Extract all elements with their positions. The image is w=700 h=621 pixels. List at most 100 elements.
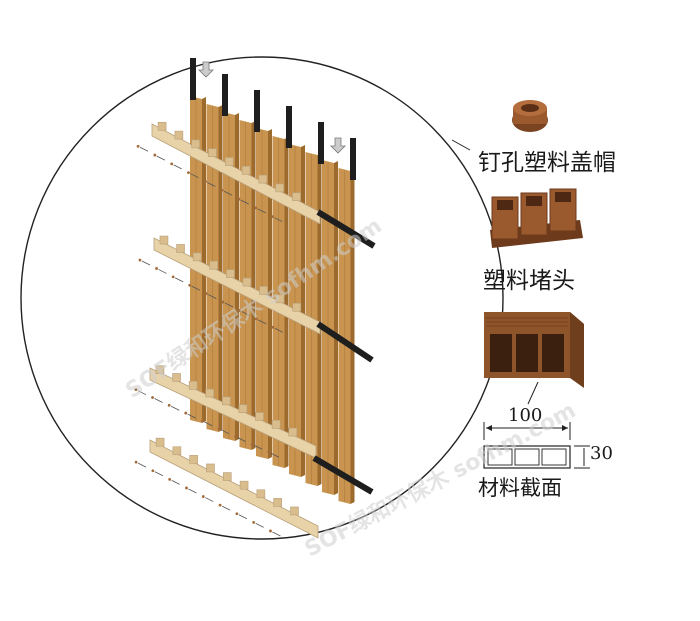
screw-cap bbox=[155, 267, 158, 270]
screw bbox=[205, 497, 214, 502]
slat-side bbox=[317, 153, 322, 486]
screw bbox=[156, 155, 166, 161]
rail-tooth bbox=[259, 286, 268, 295]
screw-cap bbox=[220, 188, 224, 192]
screw-cap bbox=[204, 292, 208, 296]
screw-cap bbox=[234, 435, 237, 438]
screw bbox=[274, 327, 283, 333]
screw bbox=[154, 398, 163, 403]
slat-side bbox=[334, 161, 338, 495]
screw bbox=[174, 277, 184, 283]
screw-cap bbox=[138, 258, 142, 262]
steel-post bbox=[190, 58, 196, 100]
screw bbox=[204, 421, 213, 427]
height-dimension: 30 bbox=[590, 443, 613, 464]
rail-tooth bbox=[209, 260, 219, 270]
screw bbox=[221, 505, 231, 511]
screw bbox=[253, 444, 263, 450]
rail-tooth bbox=[155, 437, 165, 447]
rail-tooth bbox=[157, 121, 167, 131]
screw bbox=[240, 199, 250, 205]
screw-cap bbox=[184, 411, 188, 415]
screw-cap bbox=[188, 283, 192, 287]
screw bbox=[208, 294, 217, 299]
rail-tooth bbox=[275, 294, 285, 304]
steel-bar bbox=[316, 321, 374, 363]
slat-side bbox=[218, 105, 223, 432]
slat-side bbox=[301, 145, 305, 477]
rail-tooth bbox=[255, 412, 264, 421]
cap-label: 钉孔塑料盖帽 bbox=[478, 150, 616, 176]
rail-tooth bbox=[258, 174, 268, 184]
screw-cap bbox=[185, 486, 188, 490]
screw bbox=[191, 285, 200, 291]
rail-tooth bbox=[176, 244, 185, 253]
screw bbox=[224, 302, 234, 308]
screw bbox=[137, 462, 147, 468]
screw-cap bbox=[217, 427, 221, 431]
screw bbox=[188, 488, 197, 494]
rail-tooth bbox=[222, 396, 231, 406]
plug-label: 塑料堵头 bbox=[483, 268, 575, 294]
rail-tooth bbox=[205, 388, 215, 398]
screw-cap bbox=[271, 215, 274, 219]
steel-post bbox=[318, 122, 324, 164]
rail-tooth bbox=[172, 373, 181, 382]
rail-tooth bbox=[290, 506, 299, 516]
rail-tooth bbox=[172, 446, 182, 456]
rail-tooth bbox=[208, 148, 217, 157]
rail-tooth bbox=[256, 489, 266, 499]
rail-tooth bbox=[174, 130, 184, 140]
steel-bar bbox=[312, 455, 374, 495]
down-arrow-icon bbox=[330, 137, 346, 154]
screw-cap bbox=[168, 477, 172, 481]
rail-tooth bbox=[292, 302, 302, 312]
slat-side bbox=[284, 137, 289, 468]
rail-tooth bbox=[292, 192, 301, 201]
rail-tooth bbox=[222, 472, 232, 481]
cross-section-drawing bbox=[483, 422, 590, 469]
rail-tooth bbox=[191, 139, 200, 149]
profile-leader-line bbox=[527, 381, 539, 405]
leader-line bbox=[451, 139, 471, 151]
plastic-cap-icon bbox=[512, 100, 548, 132]
screw bbox=[270, 452, 279, 458]
screw bbox=[154, 471, 164, 477]
screw-cap bbox=[170, 162, 174, 166]
section-label: 材料截面 bbox=[478, 476, 562, 500]
screw bbox=[220, 429, 230, 435]
screw bbox=[173, 164, 182, 170]
screw-cap bbox=[151, 396, 154, 399]
screw bbox=[241, 311, 250, 316]
screw bbox=[257, 208, 266, 214]
steel-post bbox=[254, 90, 260, 132]
rail-tooth bbox=[159, 235, 169, 245]
rail-tooth bbox=[239, 480, 249, 490]
screw-cap bbox=[200, 419, 204, 423]
screw-cap bbox=[153, 153, 157, 157]
rail-tooth bbox=[271, 419, 281, 429]
screw-cap bbox=[134, 460, 138, 464]
screw-cap bbox=[136, 144, 140, 148]
screw-cap bbox=[167, 403, 171, 407]
rail-tooth bbox=[275, 183, 284, 193]
screw-cap bbox=[267, 450, 271, 454]
detail-circle bbox=[20, 56, 504, 540]
slat-side bbox=[268, 129, 272, 459]
screw-cap bbox=[254, 317, 258, 321]
steel-post bbox=[286, 106, 292, 148]
rail-tooth bbox=[238, 404, 248, 413]
rail-tooth bbox=[226, 269, 235, 278]
steel-post bbox=[222, 74, 228, 116]
width-dimension: 100 bbox=[508, 405, 543, 426]
slat-side bbox=[251, 121, 256, 450]
screw-cap bbox=[237, 197, 241, 201]
screw bbox=[170, 405, 180, 411]
screw-cap bbox=[252, 520, 256, 524]
slat-side bbox=[350, 169, 355, 504]
rail-tooth bbox=[242, 277, 252, 287]
screw bbox=[137, 390, 147, 396]
steel-post bbox=[350, 138, 356, 180]
